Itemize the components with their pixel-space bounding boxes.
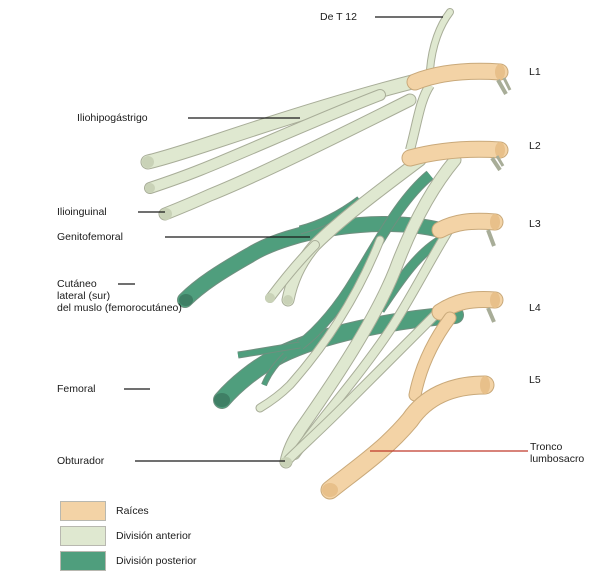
legend-item-raices: Raíces [60, 500, 197, 522]
legend-swatch-anterior [60, 526, 106, 546]
label-t12: De T 12 [320, 11, 357, 23]
label-l2: L2 [529, 140, 541, 152]
label-l4: L4 [529, 302, 541, 314]
legend-swatch-posterior [60, 551, 106, 571]
label-l3: L3 [529, 218, 541, 230]
label-ilioinguinal: Ilioinguinal [57, 206, 107, 218]
label-obturador: Obturador [57, 455, 104, 467]
label-tronco-lumbosacro: Tronco lumbosacro [530, 441, 584, 465]
legend: Raíces División anterior División poster… [60, 500, 197, 575]
label-femoral: Femoral [57, 383, 96, 395]
legend-label-roots: Raíces [116, 505, 149, 517]
legend-label-anterior: División anterior [116, 530, 191, 542]
label-l1: L1 [529, 66, 541, 78]
label-iliohipogastrico: Iliohipogástrigo [77, 112, 148, 124]
legend-label-posterior: División posterior [116, 555, 197, 567]
legend-item-division-anterior: División anterior [60, 525, 197, 547]
legend-swatch-roots [60, 501, 106, 521]
legend-item-division-posterior: División posterior [60, 550, 197, 572]
label-l5: L5 [529, 374, 541, 386]
label-cutaneo-lateral: Cutáneo lateral (sur) del muslo (femoroc… [57, 278, 182, 314]
label-genitofemoral: Genitofemoral [57, 231, 123, 243]
